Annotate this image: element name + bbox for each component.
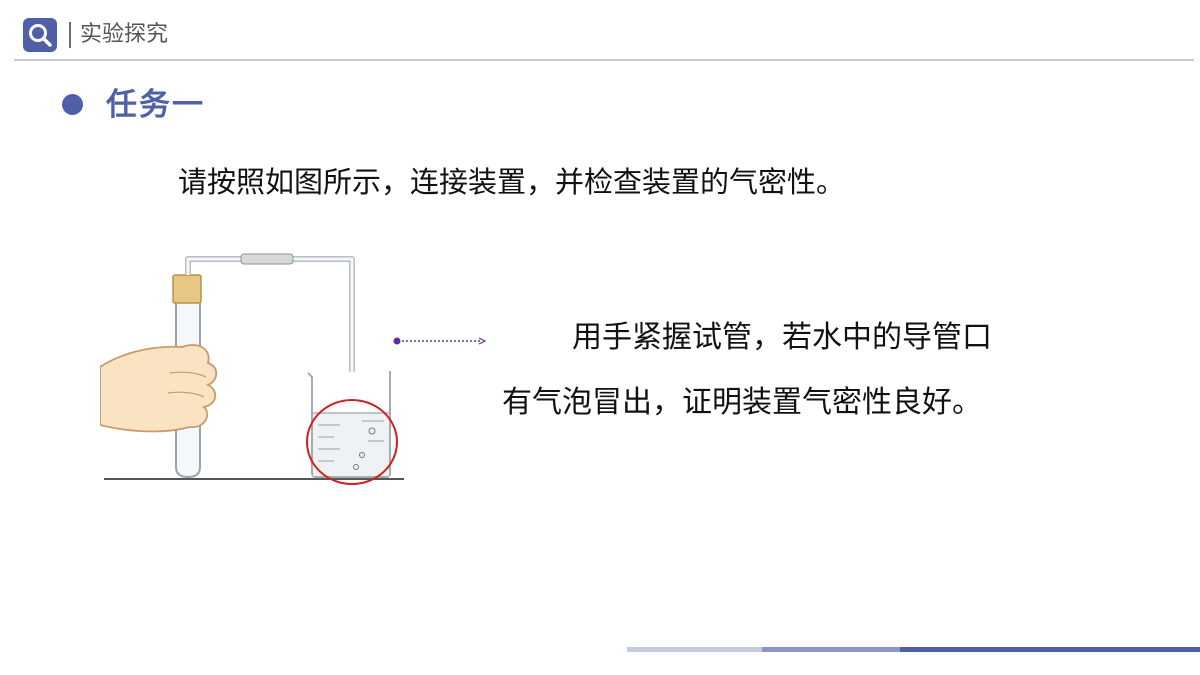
- footer-bar-segment: [762, 647, 900, 652]
- pointer-arrow: [392, 333, 492, 352]
- instruction-text: 请按照如图所示，连接装置，并检查装置的气密性。: [178, 165, 846, 199]
- result-text-line2: 有气泡冒出，证明装置气密性良好。: [502, 385, 982, 420]
- header-rule: [14, 59, 1194, 61]
- apparatus-illustration: [99, 245, 410, 499]
- bullet-dot: [62, 94, 83, 115]
- footer-bar-segment: [900, 647, 1200, 652]
- section-title: 任务一: [106, 87, 205, 123]
- page-title: 实验探究: [80, 22, 169, 47]
- result-text-line1: 用手紧握试管，若水中的导管口: [572, 320, 992, 355]
- header-divider: [69, 22, 71, 48]
- footer-bar-segment: [627, 647, 762, 652]
- search-icon: [23, 18, 57, 52]
